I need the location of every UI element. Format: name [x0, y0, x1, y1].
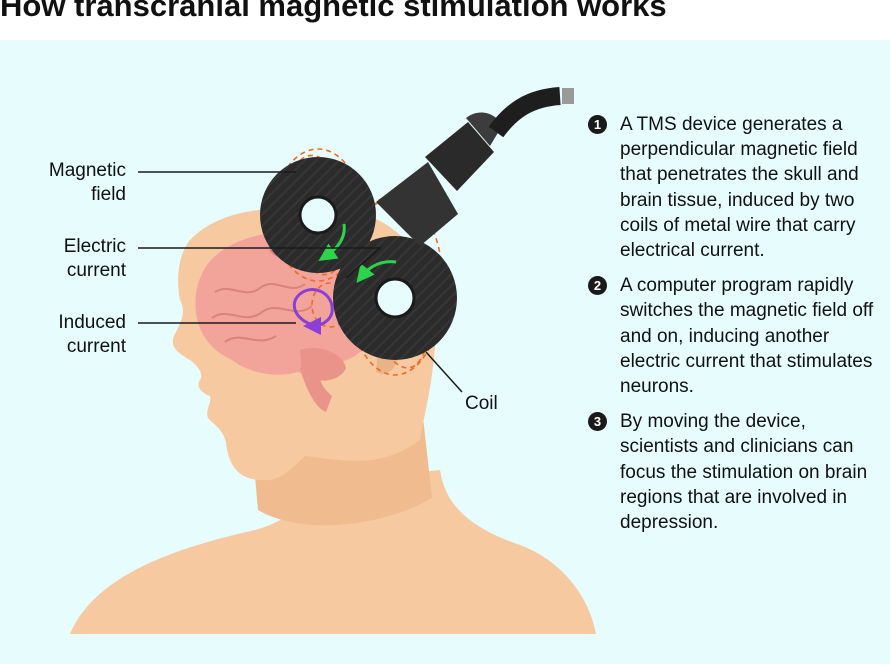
- electric-current-arrow-2: [356, 260, 397, 284]
- step-number-badge: 1: [588, 115, 607, 134]
- leader-lines: [138, 171, 463, 393]
- tms-device-handle: [376, 87, 574, 246]
- electric-current-arrow-1: [318, 223, 346, 261]
- step-number-badge: 2: [588, 276, 607, 296]
- induced-current-arrow: [292, 288, 334, 335]
- step-3: 3 By moving the device, scientists and c…: [588, 409, 878, 535]
- label-electric-current: Electric current: [63, 236, 126, 281]
- brain-stem: [300, 368, 332, 412]
- brain-folds: [211, 249, 313, 343]
- step-2: 2 A computer program rapidly switches th…: [588, 273, 878, 399]
- label-induced-current: Induced current: [58, 312, 126, 357]
- step-text: A computer program rapidly switches the …: [620, 275, 874, 398]
- label-coil: Coil: [465, 393, 498, 414]
- shoulders: [70, 470, 596, 634]
- step-text: By moving the device, scientists and cli…: [620, 411, 868, 534]
- step-1: 1 A TMS device generates a perpendicular…: [588, 112, 878, 263]
- steps-list: 1 A TMS device generates a perpendicular…: [588, 112, 878, 545]
- step-number-badge: 3: [588, 412, 607, 432]
- diagram-title: How transcranial magnetic stimulation wo…: [0, 0, 667, 23]
- label-magnetic-field: Magnetic field: [48, 160, 126, 205]
- step-text: A TMS device generates a perpendicular m…: [620, 114, 859, 262]
